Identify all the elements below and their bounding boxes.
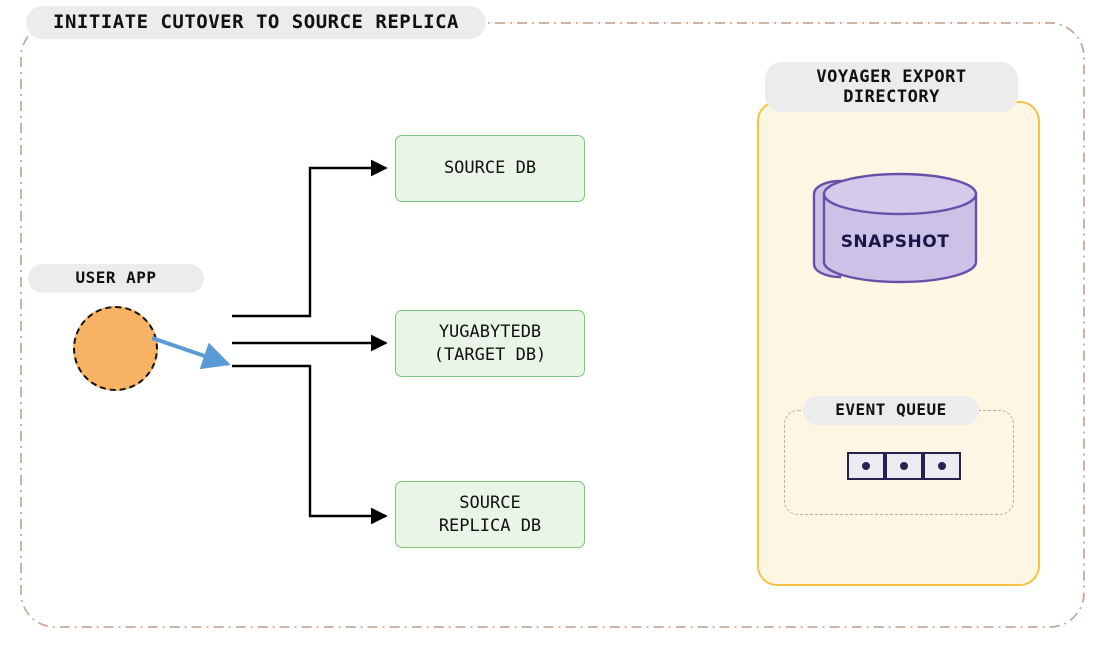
event-queue-label-pill: EVENT QUEUE xyxy=(803,396,979,425)
diagram-title-pill: INITIATE CUTOVER TO SOURCE REPLICA xyxy=(26,6,486,39)
source-replica-db-box[interactable]: SOURCE REPLICA DB xyxy=(395,481,585,548)
snapshot-database-cylinder-icon[interactable] xyxy=(806,172,984,284)
conn-user-app-to-bus xyxy=(151,336,231,370)
target-db-box[interactable]: YUGABYTEDB (TARGET DB) xyxy=(395,310,585,377)
user-app-circle-icon xyxy=(73,306,158,391)
event-queue-cell-3[interactable] xyxy=(923,452,961,480)
event-dot-icon xyxy=(900,462,908,470)
source-db-box[interactable]: SOURCE DB xyxy=(395,135,585,202)
voyager-label-line1: VOYAGER EXPORT xyxy=(816,66,967,87)
event-queue-cell-2[interactable] xyxy=(885,452,923,480)
conn-to-source-replica-db xyxy=(232,364,388,525)
event-dot-icon xyxy=(862,462,870,470)
voyager-label-line2: DIRECTORY xyxy=(843,87,940,107)
voyager-export-directory-label-pill: VOYAGER EXPORT DIRECTORY xyxy=(765,62,1018,112)
event-dot-icon xyxy=(938,462,946,470)
user-app-label-pill: USER APP xyxy=(28,264,204,293)
event-queue-cell-1[interactable] xyxy=(847,452,885,480)
conn-to-source-db xyxy=(232,159,388,318)
